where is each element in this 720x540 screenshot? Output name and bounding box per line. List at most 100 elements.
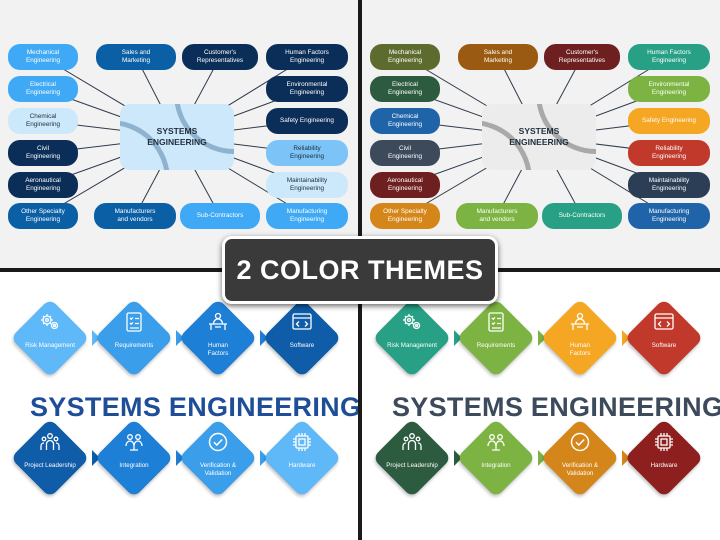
person-desk-icon [206,310,230,334]
diamond-label: Integration [119,462,149,469]
node-customers: Customer's Representatives [544,44,620,70]
center-node-label: SYSTEMS ENGINEERING [147,125,207,147]
person-desk-icon [568,310,592,334]
connector-chevron [260,330,268,346]
diamond-label: Human Factors [569,342,591,357]
team-icon [38,430,62,454]
diamond-label: Software [289,342,315,349]
node-subcontractors: Sub-Contractors [180,203,260,229]
connector-chevron [454,330,462,346]
diamond-label: Verification & Validation [561,462,599,477]
center-node-label: SYSTEMS ENGINEERING [509,125,569,147]
diamond-slide-blue: Risk Management Requirements Human Factors… [0,272,358,540]
connector-chevron [176,450,184,466]
node-electrical: Electrical Engineering [8,76,78,102]
node-maintainability: Maintainability Engineering [628,172,710,198]
diamond-verification-validation: Verification & Validation [178,418,258,498]
connector-chevron [92,330,100,346]
node-environmental: Environmental Engineering [628,76,710,102]
slide-title: SYSTEMS ENGINEERING [30,392,358,422]
node-mechanical: Mechanical Engineering [370,44,440,70]
chip-icon [652,430,676,454]
connector-chevron [538,330,546,346]
diamond-label: Hardware [650,462,678,469]
connector-chevron [454,450,462,466]
diamond-risk-management: Risk Management [372,298,452,378]
node-manufacturers: Manufacturers and vendors [456,203,538,229]
diamond-risk-management: Risk Management [10,298,90,378]
diamond-hardware: Hardware [262,418,342,498]
node-civil: Civil Engineering [8,140,78,166]
team-icon [400,430,424,454]
code-window-icon [290,310,314,334]
node-safety: Safety Engineering [266,108,348,134]
node-maintainability: Maintainability Engineering [266,172,348,198]
diamond-label: Project Leadership [24,462,76,469]
connector-chevron [92,450,100,466]
node-manufacturing: Manufacturing Engineering [628,203,710,229]
node-chemical: Chemical Engineering [8,108,78,134]
diamond-project-leadership: Project Leadership [10,418,90,498]
node-manufacturing: Manufacturing Engineering [266,203,348,229]
diamond-integration: Integration [456,418,536,498]
connector-chevron [622,330,630,346]
node-manufacturers: Manufacturers and vendors [94,203,176,229]
diamond-label: Requirements [114,342,154,349]
gears-icon [400,310,424,334]
diamond-human-factors: Human Factors [540,298,620,378]
node-chemical: Chemical Engineering [370,108,440,134]
center-node: SYSTEMS ENGINEERING [120,104,234,170]
diamond-verification-validation: Verification & Validation [540,418,620,498]
gears-icon [38,310,62,334]
connector-chevron [538,450,546,466]
node-sales: Sales and Marketing [458,44,538,70]
node-other: Other Specialty Engineering [370,203,440,229]
node-safety: Safety Engineering [628,108,710,134]
check-circle-icon [206,430,230,454]
node-human_factors: Human Factors Engineering [266,44,348,70]
node-aeronautical: Aeronautical Engineering [8,172,78,198]
diamond-label: Software [651,342,677,349]
node-customers: Customer's Representatives [182,44,258,70]
diamond-label: Verification & Validation [199,462,237,477]
diamond-label: Hardware [288,462,316,469]
code-window-icon [652,310,676,334]
check-circle-icon [568,430,592,454]
color-themes-banner: 2 COLOR THEMES [222,236,498,304]
diamond-label: Requirements [476,342,516,349]
node-sales: Sales and Marketing [96,44,176,70]
diamond-human-factors: Human Factors [178,298,258,378]
node-civil: Civil Engineering [370,140,440,166]
connector-chevron [176,330,184,346]
node-human_factors: Human Factors Engineering [628,44,710,70]
checklist-icon [122,310,146,334]
diamond-label: Project Leadership [386,462,438,469]
node-aeronautical: Aeronautical Engineering [370,172,440,198]
diamond-requirements: Requirements [94,298,174,378]
mindmap-slide-multicolor: SYSTEMS ENGINEERING Mechanical Engineerin… [362,0,720,268]
node-electrical: Electrical Engineering [370,76,440,102]
node-mechanical: Mechanical Engineering [8,44,78,70]
node-subcontractors: Sub-Contractors [542,203,622,229]
checklist-icon [484,310,508,334]
diamond-integration: Integration [94,418,174,498]
node-other: Other Specialty Engineering [8,203,78,229]
diamond-project-leadership: Project Leadership [372,418,452,498]
diamond-software: Software [262,298,342,378]
diamond-software: Software [624,298,704,378]
mindmap-slide-blue: SYSTEMS ENGINEERING Mechanical Engineerin… [0,0,358,268]
diamond-label: Human Factors [207,342,229,357]
node-reliability: Reliability Engineering [628,140,710,166]
diamond-label: Risk Management [25,342,75,349]
diamond-slide-multicolor: Risk Management Requirements Human Factors… [362,272,720,540]
people-network-icon [122,430,146,454]
connector-chevron [260,450,268,466]
diamond-requirements: Requirements [456,298,536,378]
chip-icon [290,430,314,454]
slide-title: SYSTEMS ENGINEERING [392,392,720,422]
node-reliability: Reliability Engineering [266,140,348,166]
node-environmental: Environmental Engineering [266,76,348,102]
center-node: SYSTEMS ENGINEERING [482,104,596,170]
diamond-label: Risk Management [387,342,437,349]
diamond-label: Integration [481,462,511,469]
